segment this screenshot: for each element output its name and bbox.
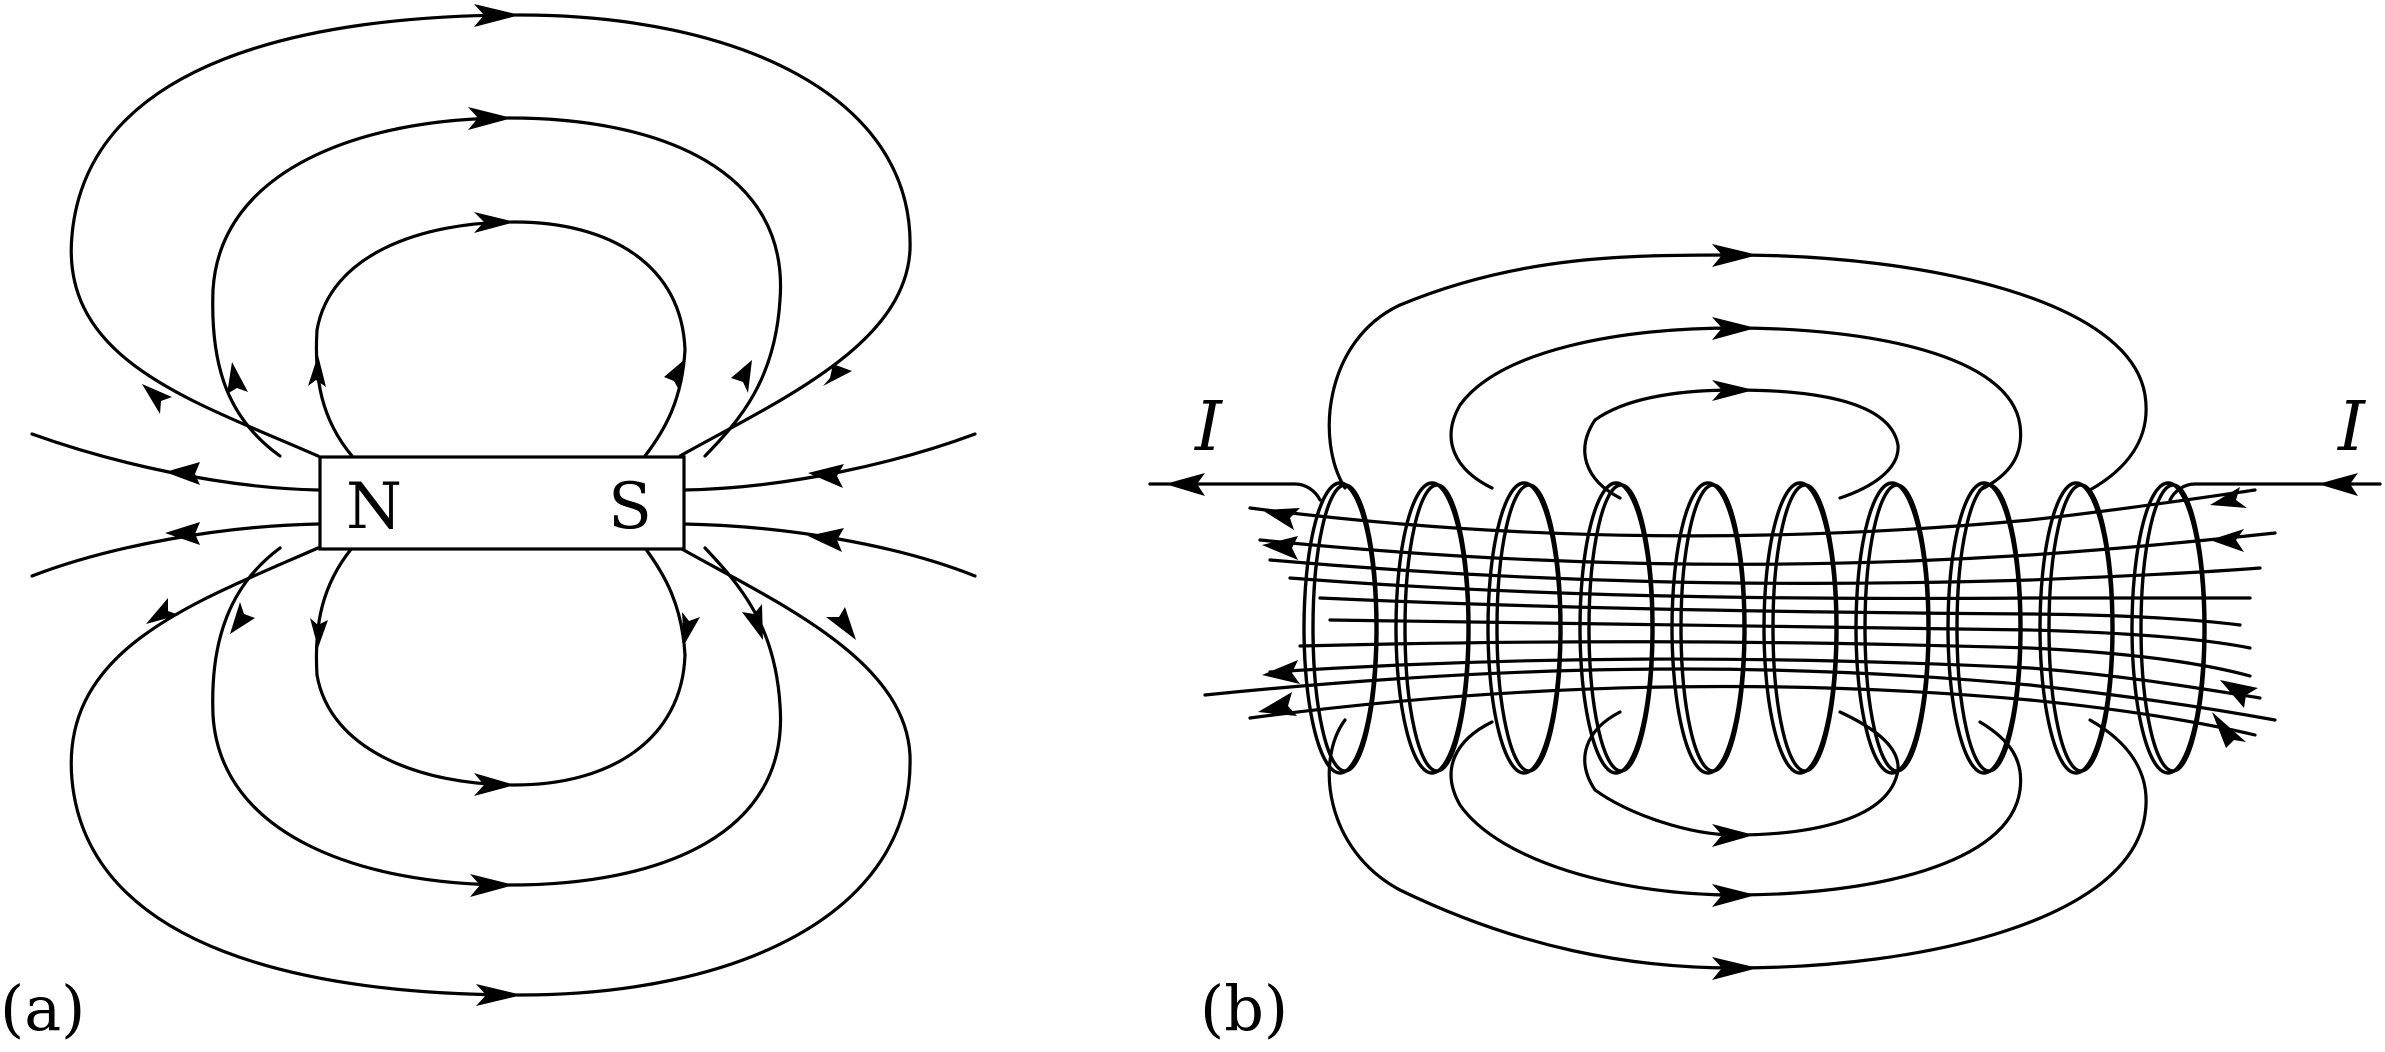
- interior-line-5: [1318, 596, 2242, 627]
- interior-line-1: [1248, 488, 2257, 538]
- arrow-lower-left-outer: [146, 598, 179, 624]
- field-line-top-outer: [69, 13, 912, 458]
- arrow-b-top-inner: [1712, 380, 1754, 401]
- arrow-left-lower: [165, 522, 200, 545]
- arrow-lower-right-inner: [682, 612, 700, 645]
- interior-line-3: [1268, 558, 2262, 585]
- arrow-top-inner: [474, 212, 515, 233]
- arrow-upper-right-middle: [731, 360, 752, 393]
- arrow-b-left-4: [1258, 692, 1297, 716]
- arrow-b-top-outer: [1712, 244, 1758, 267]
- panel-a-label: (a): [0, 972, 85, 1045]
- arrow-b-bottom-inner: [1712, 824, 1754, 847]
- arrow-b-right-3: [2220, 680, 2258, 708]
- panel-a-bar-magnet: N S: [30, 4, 977, 1006]
- interior-line-8: [1268, 657, 2262, 700]
- arrow-upper-left-middle: [227, 362, 248, 394]
- arrow-b-left-3: [1262, 660, 1300, 684]
- field-line-right-lower: [682, 522, 977, 578]
- arrow-right-upper: [808, 464, 844, 488]
- current-label-left: I: [1193, 388, 1223, 467]
- field-line-left-lower: [30, 522, 320, 578]
- field-line-b-top-outer: [1327, 253, 2148, 492]
- arrow-b-top-middle: [1712, 317, 1756, 340]
- arrow-top-outer: [474, 4, 520, 27]
- right-lead-wire: [2168, 482, 2382, 502]
- field-line-bottom-outer: [69, 546, 912, 997]
- arrow-right-lower: [808, 528, 844, 552]
- field-line-b-bottom-middle: [1449, 720, 2023, 897]
- interior-line-4: [1288, 576, 2252, 601]
- bar-magnet: [318, 455, 686, 551]
- arrow-right-lead: [2318, 473, 2358, 496]
- arrow-b-right-2: [2210, 529, 2244, 552]
- arrow-lower-left-middle: [230, 602, 255, 634]
- arrow-bottom-outer: [476, 984, 522, 1006]
- arrow-lower-right-outer: [826, 607, 856, 640]
- interior-line-9: [1203, 667, 2277, 722]
- arrow-upper-left-inner: [308, 355, 326, 387]
- field-line-top-middle: [211, 116, 783, 458]
- field-line-b-top-inner: [1583, 388, 1900, 500]
- south-pole-label: S: [608, 470, 652, 544]
- arrow-b-left-1: [1262, 508, 1300, 530]
- arrow-left-upper: [165, 462, 200, 485]
- arrow-left-lead: [1165, 473, 1205, 496]
- arrow-b-bottom-outer: [1712, 957, 1758, 980]
- arrow-top-middle: [468, 107, 512, 130]
- interior-line-2: [1258, 531, 2277, 566]
- panel-b-label: (b): [1200, 972, 1288, 1045]
- arrow-lower-right-middle: [742, 604, 763, 640]
- field-line-b-top-middle: [1449, 326, 2023, 492]
- arrow-bottom-middle: [470, 874, 514, 897]
- field-line-bottom-middle: [211, 546, 783, 887]
- arrow-b-bottom-middle: [1712, 884, 1756, 907]
- field-line-top-inner: [314, 220, 687, 458]
- arrow-b-right-1: [2210, 487, 2247, 508]
- arrow-upper-right-inner: [664, 360, 684, 392]
- interior-line-7: [1298, 640, 2252, 678]
- panel-b-solenoid: I I: [1148, 244, 2382, 980]
- arrow-upper-right-outer: [823, 364, 852, 386]
- arrow-lower-left-inner: [310, 618, 328, 648]
- left-lead-wire: [1148, 482, 1322, 502]
- arrow-b-left-2: [1262, 536, 1298, 560]
- arrow-bottom-inner: [474, 773, 515, 796]
- arrow-b-right-4: [2212, 712, 2246, 748]
- north-pole-label: N: [346, 470, 402, 544]
- interior-line-10: [1248, 684, 2257, 737]
- solenoid-coil: [1302, 481, 2207, 775]
- field-line-right-upper: [682, 432, 977, 492]
- arrow-upper-left-outer: [142, 384, 172, 414]
- field-line-bottom-inner: [314, 546, 687, 787]
- field-line-b-bottom-inner: [1583, 710, 1900, 837]
- current-label-right: I: [2336, 388, 2366, 467]
- field-line-left-upper: [30, 432, 320, 492]
